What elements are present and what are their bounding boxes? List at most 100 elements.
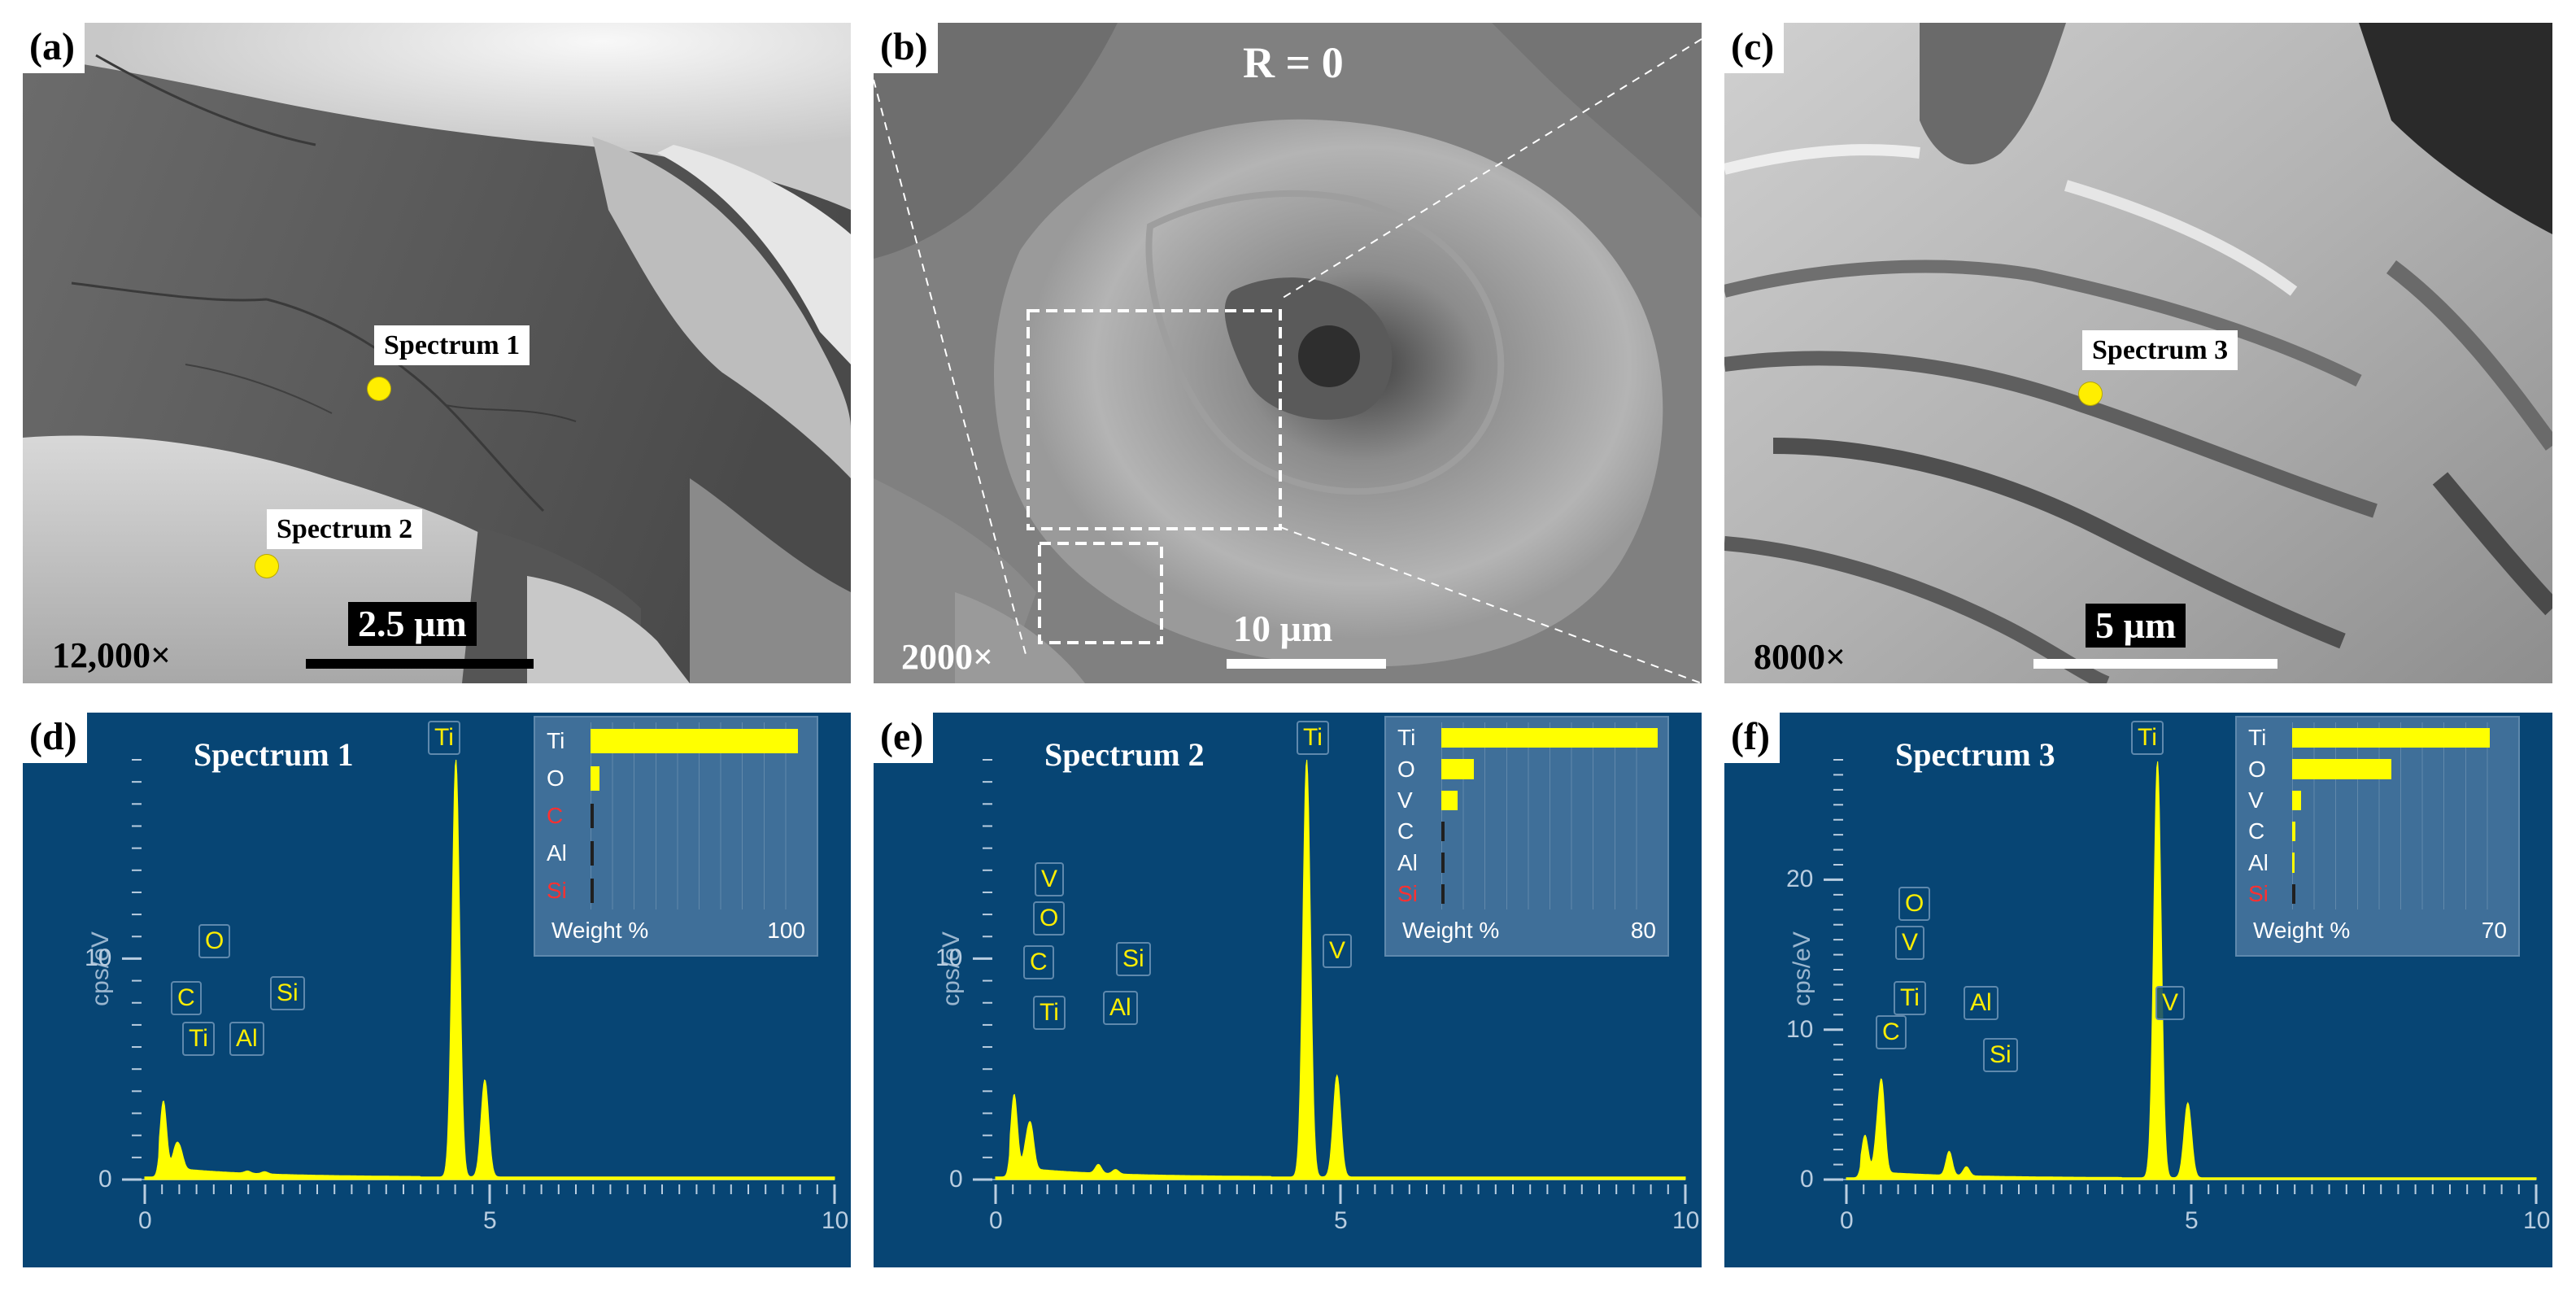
composition-element-c: C (1397, 818, 1414, 844)
x-tick-label: 10 (2523, 1207, 2551, 1234)
composition-element-o: O (1397, 756, 1415, 782)
peak-label-o: O (1898, 887, 1931, 921)
y-tick-label: 10 (1786, 1015, 1814, 1043)
magnification-a: 12,000× (52, 635, 172, 675)
x-tick-label: 5 (1334, 1207, 1348, 1234)
composition-element-si: Si (2248, 880, 2269, 906)
sem-image-c (1724, 23, 2552, 683)
peak-label-v: V (2155, 986, 2186, 1020)
composition-bar-c (2292, 821, 2295, 842)
composition-element-si: Si (1397, 880, 1418, 906)
scale-bar-c (2033, 659, 2277, 669)
peak-label-si: Si (270, 976, 305, 1010)
composition-grid (591, 722, 807, 909)
panel-label-a: (a) (23, 23, 85, 73)
composition-element-ti: Ti (1397, 725, 1416, 751)
peak-label-ti: Ti (1297, 721, 1329, 755)
peak-label-v: V (1035, 862, 1065, 896)
peak-label-c: C (1876, 1015, 1907, 1049)
composition-element-ti: Ti (2248, 725, 2267, 751)
peak-label-al: Al (1964, 986, 1998, 1020)
scale-bar-a (306, 659, 534, 669)
peak-label-si: Si (1983, 1038, 2018, 1072)
peak-label-al: Al (1103, 991, 1138, 1025)
composition-grid (1441, 722, 1658, 909)
composition-bar-si (591, 879, 594, 903)
composition-bar-si (2292, 883, 2295, 905)
x-tick-label: 5 (483, 1207, 497, 1234)
composition-axis-label: Weight % (2253, 918, 2351, 943)
composition-bar-c (1441, 821, 1445, 842)
composition-bar-o (591, 766, 599, 791)
peak-label-v: V (1895, 926, 1925, 960)
panel-label-b: (b) (874, 23, 938, 73)
peak-label-ti: Ti (1033, 996, 1066, 1030)
composition-bar-v (2292, 790, 2302, 811)
eds-spectrum-chart-d (122, 759, 836, 1204)
composition-element-ti: Ti (547, 728, 565, 753)
peak-label-c: C (1023, 945, 1054, 979)
composition-bar-al (591, 841, 594, 866)
y-axis-label-f: cps/eV (1788, 931, 1815, 1006)
panel-label-e: (e) (874, 713, 934, 763)
spectrum-label-2: Spectrum 2 (267, 509, 423, 550)
spectrum-label-1: Spectrum 1 (374, 325, 530, 366)
chart-title-e: Spectrum 2 (1044, 736, 1205, 773)
magnification-c: 8000× (1754, 637, 1846, 677)
composition-axis-max: 80 (1630, 918, 1656, 943)
composition-element-al: Al (547, 840, 567, 866)
spectrum-label-3: Spectrum 3 (2082, 330, 2238, 371)
peak-label-c: C (171, 981, 202, 1015)
peak-label-ti: Ti (428, 721, 460, 755)
sem-panel-b: (b) R = 0 2000× 10 µm (874, 23, 1702, 683)
spectrum-marker-2 (255, 555, 278, 578)
composition-bar-o (2292, 759, 2391, 779)
scale-label-a: 2.5 µm (348, 602, 477, 646)
peak-label-ti: Ti (2131, 721, 2164, 755)
panel-title-b: R = 0 (1243, 38, 1344, 87)
peak-label-o: O (198, 924, 231, 958)
x-tick-label: 10 (1672, 1207, 1700, 1234)
composition-bar-si (1441, 883, 1445, 905)
composition-bar-c (591, 804, 594, 828)
chart-title-d: Spectrum 1 (194, 736, 354, 773)
peak-label-ti: Ti (1894, 981, 1926, 1015)
spectrum-area (1846, 761, 2537, 1180)
composition-grid (2292, 722, 2508, 909)
magnification-b: 2000× (901, 637, 994, 677)
peak-label-ti: Ti (182, 1022, 215, 1056)
peak-label-o: O (1033, 901, 1066, 936)
x-tick-label: 10 (822, 1207, 849, 1234)
panel-label-d: (d) (23, 713, 87, 763)
composition-bar-o (1441, 759, 1474, 779)
composition-axis-label: Weight % (1402, 918, 1500, 943)
scale-bar-b (1227, 659, 1386, 669)
composition-element-si: Si (547, 878, 567, 903)
eds-spectrum-chart-f (1824, 759, 2538, 1204)
scale-label-b: 10 µm (1233, 608, 1333, 649)
sem-panel-c: (c) Spectrum 3 8000× 5 µm (1724, 23, 2552, 683)
composition-axis-max: 70 (2481, 918, 2507, 943)
composition-bar-al (2292, 853, 2295, 873)
composition-bar-ti (591, 729, 799, 753)
sem-image-b (874, 23, 1702, 683)
x-tick-label: 0 (1840, 1207, 1854, 1234)
y-tick-label: 0 (949, 1166, 963, 1193)
spectrum-marker-3 (2079, 382, 2102, 405)
composition-bar-ti (1441, 727, 1658, 748)
x-tick-label: 5 (2185, 1207, 2199, 1234)
composition-axis-label: Weight % (551, 918, 649, 943)
eds-spectrum-chart-e (973, 759, 1687, 1204)
panel-label-c: (c) (1724, 23, 1785, 73)
y-tick-label: 20 (1786, 866, 1814, 893)
composition-bar-v (1441, 790, 1458, 811)
chart-title-f: Spectrum 3 (1895, 736, 2055, 773)
peak-label-al: Al (229, 1022, 264, 1056)
composition-axis-max: 100 (767, 918, 805, 943)
composition-bar-ti (2292, 727, 2491, 748)
